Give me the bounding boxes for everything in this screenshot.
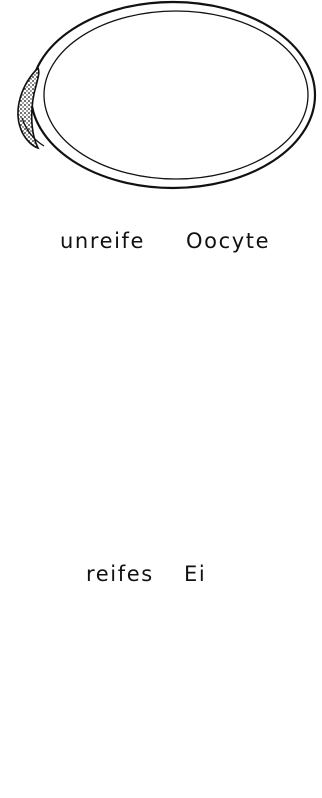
egg-1-unreife-oocyte — [18, 2, 315, 188]
label-ei: Ei — [184, 564, 206, 585]
egg-1-follicle-cap — [18, 68, 39, 148]
label-reifes: reifes — [86, 564, 154, 585]
label-unreife: unreife — [60, 231, 145, 252]
label-oocyte: Oocyte — [186, 231, 270, 252]
egg-1-outer-membrane — [31, 2, 315, 188]
egg-1-inner-membrane — [44, 11, 308, 179]
